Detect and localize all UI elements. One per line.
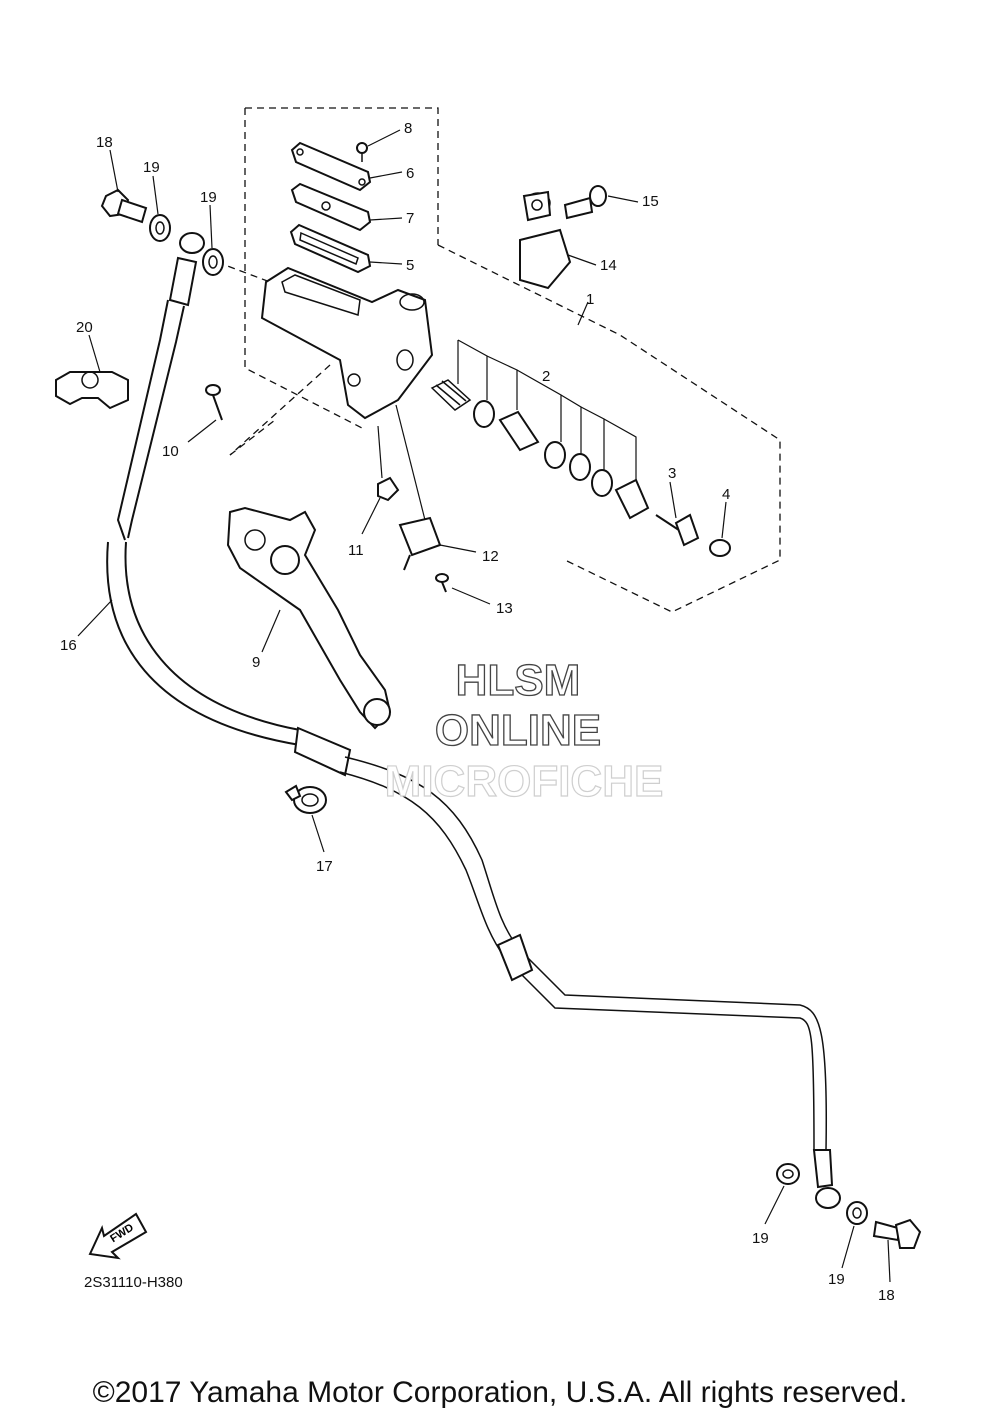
- washer-lower-a: [776, 1163, 800, 1185]
- push-rod-cap: [709, 539, 731, 557]
- watermark-line-2: ONLINE: [435, 706, 601, 755]
- callout-19: 19: [200, 189, 217, 206]
- piston-kit: [430, 339, 650, 520]
- callout-7: 7: [406, 210, 414, 227]
- callout-4: 4: [722, 486, 730, 503]
- fwd-arrow-icon: FWD: [88, 1212, 148, 1260]
- callout-20: 20: [76, 319, 93, 336]
- callout-16: 16: [60, 637, 77, 654]
- callout-labels: 18 19 19 20 8 6 7 5 15 14 1 2 3 4 10 11 …: [60, 120, 895, 1304]
- watermark: HLSM ONLINE MICROFICHE: [384, 655, 664, 806]
- leader-lines: [77, 129, 891, 1283]
- callout-19: 19: [143, 159, 160, 176]
- pivot-bolt: [205, 384, 223, 421]
- banjo-bolt-upper: [100, 188, 148, 224]
- hose-clamp: [284, 784, 327, 814]
- pivot-nut: [377, 476, 400, 502]
- washer-upper-b: [202, 248, 224, 276]
- callout-1: 1: [586, 291, 594, 308]
- callout-3: 3: [668, 465, 676, 482]
- assembly-outline: [216, 107, 781, 613]
- diaphragm-plate: [290, 182, 372, 232]
- callout-13: 13: [496, 600, 513, 617]
- clutch-lever: [226, 506, 392, 730]
- callout-18: 18: [878, 1287, 895, 1304]
- banjo-bolt-lower: [872, 1218, 922, 1249]
- callout-19: 19: [828, 1271, 845, 1288]
- clamp-bolt: [563, 185, 607, 220]
- push-rod: [655, 513, 700, 547]
- master-cylinder-body: [260, 266, 434, 420]
- callout-17: 17: [316, 858, 333, 875]
- diagram-code: 2S31110-H380: [84, 1274, 183, 1291]
- washer-upper-a: [149, 214, 171, 242]
- callout-10: 10: [162, 443, 179, 460]
- callout-5: 5: [406, 257, 414, 274]
- diaphragm: [289, 223, 372, 274]
- callout-14: 14: [600, 257, 617, 274]
- watermark-line-3: MICROFICHE: [385, 757, 664, 806]
- switch-screw: [435, 573, 449, 593]
- reservoir-screw: [356, 142, 368, 162]
- handlebar-clamp: [519, 190, 572, 290]
- reservoir-cap: [290, 141, 372, 192]
- callout-19: 19: [752, 1230, 769, 1247]
- callout-12: 12: [482, 548, 499, 565]
- washer-lower-b: [846, 1201, 868, 1225]
- callout-9: 9: [252, 654, 260, 671]
- callout-2: 2: [542, 368, 550, 385]
- clutch-switch: [398, 516, 442, 571]
- callout-6: 6: [406, 165, 414, 182]
- copyright-notice: ©2017 Yamaha Motor Corporation, U.S.A. A…: [92, 1376, 908, 1409]
- clutch-hose: [106, 232, 841, 1209]
- callout-8: 8: [404, 120, 412, 137]
- callout-11: 11: [348, 542, 364, 559]
- callout-15: 15: [642, 193, 659, 210]
- hose-holder: [55, 371, 129, 410]
- callout-18: 18: [96, 134, 113, 151]
- watermark-line-1: HLSM: [456, 656, 581, 705]
